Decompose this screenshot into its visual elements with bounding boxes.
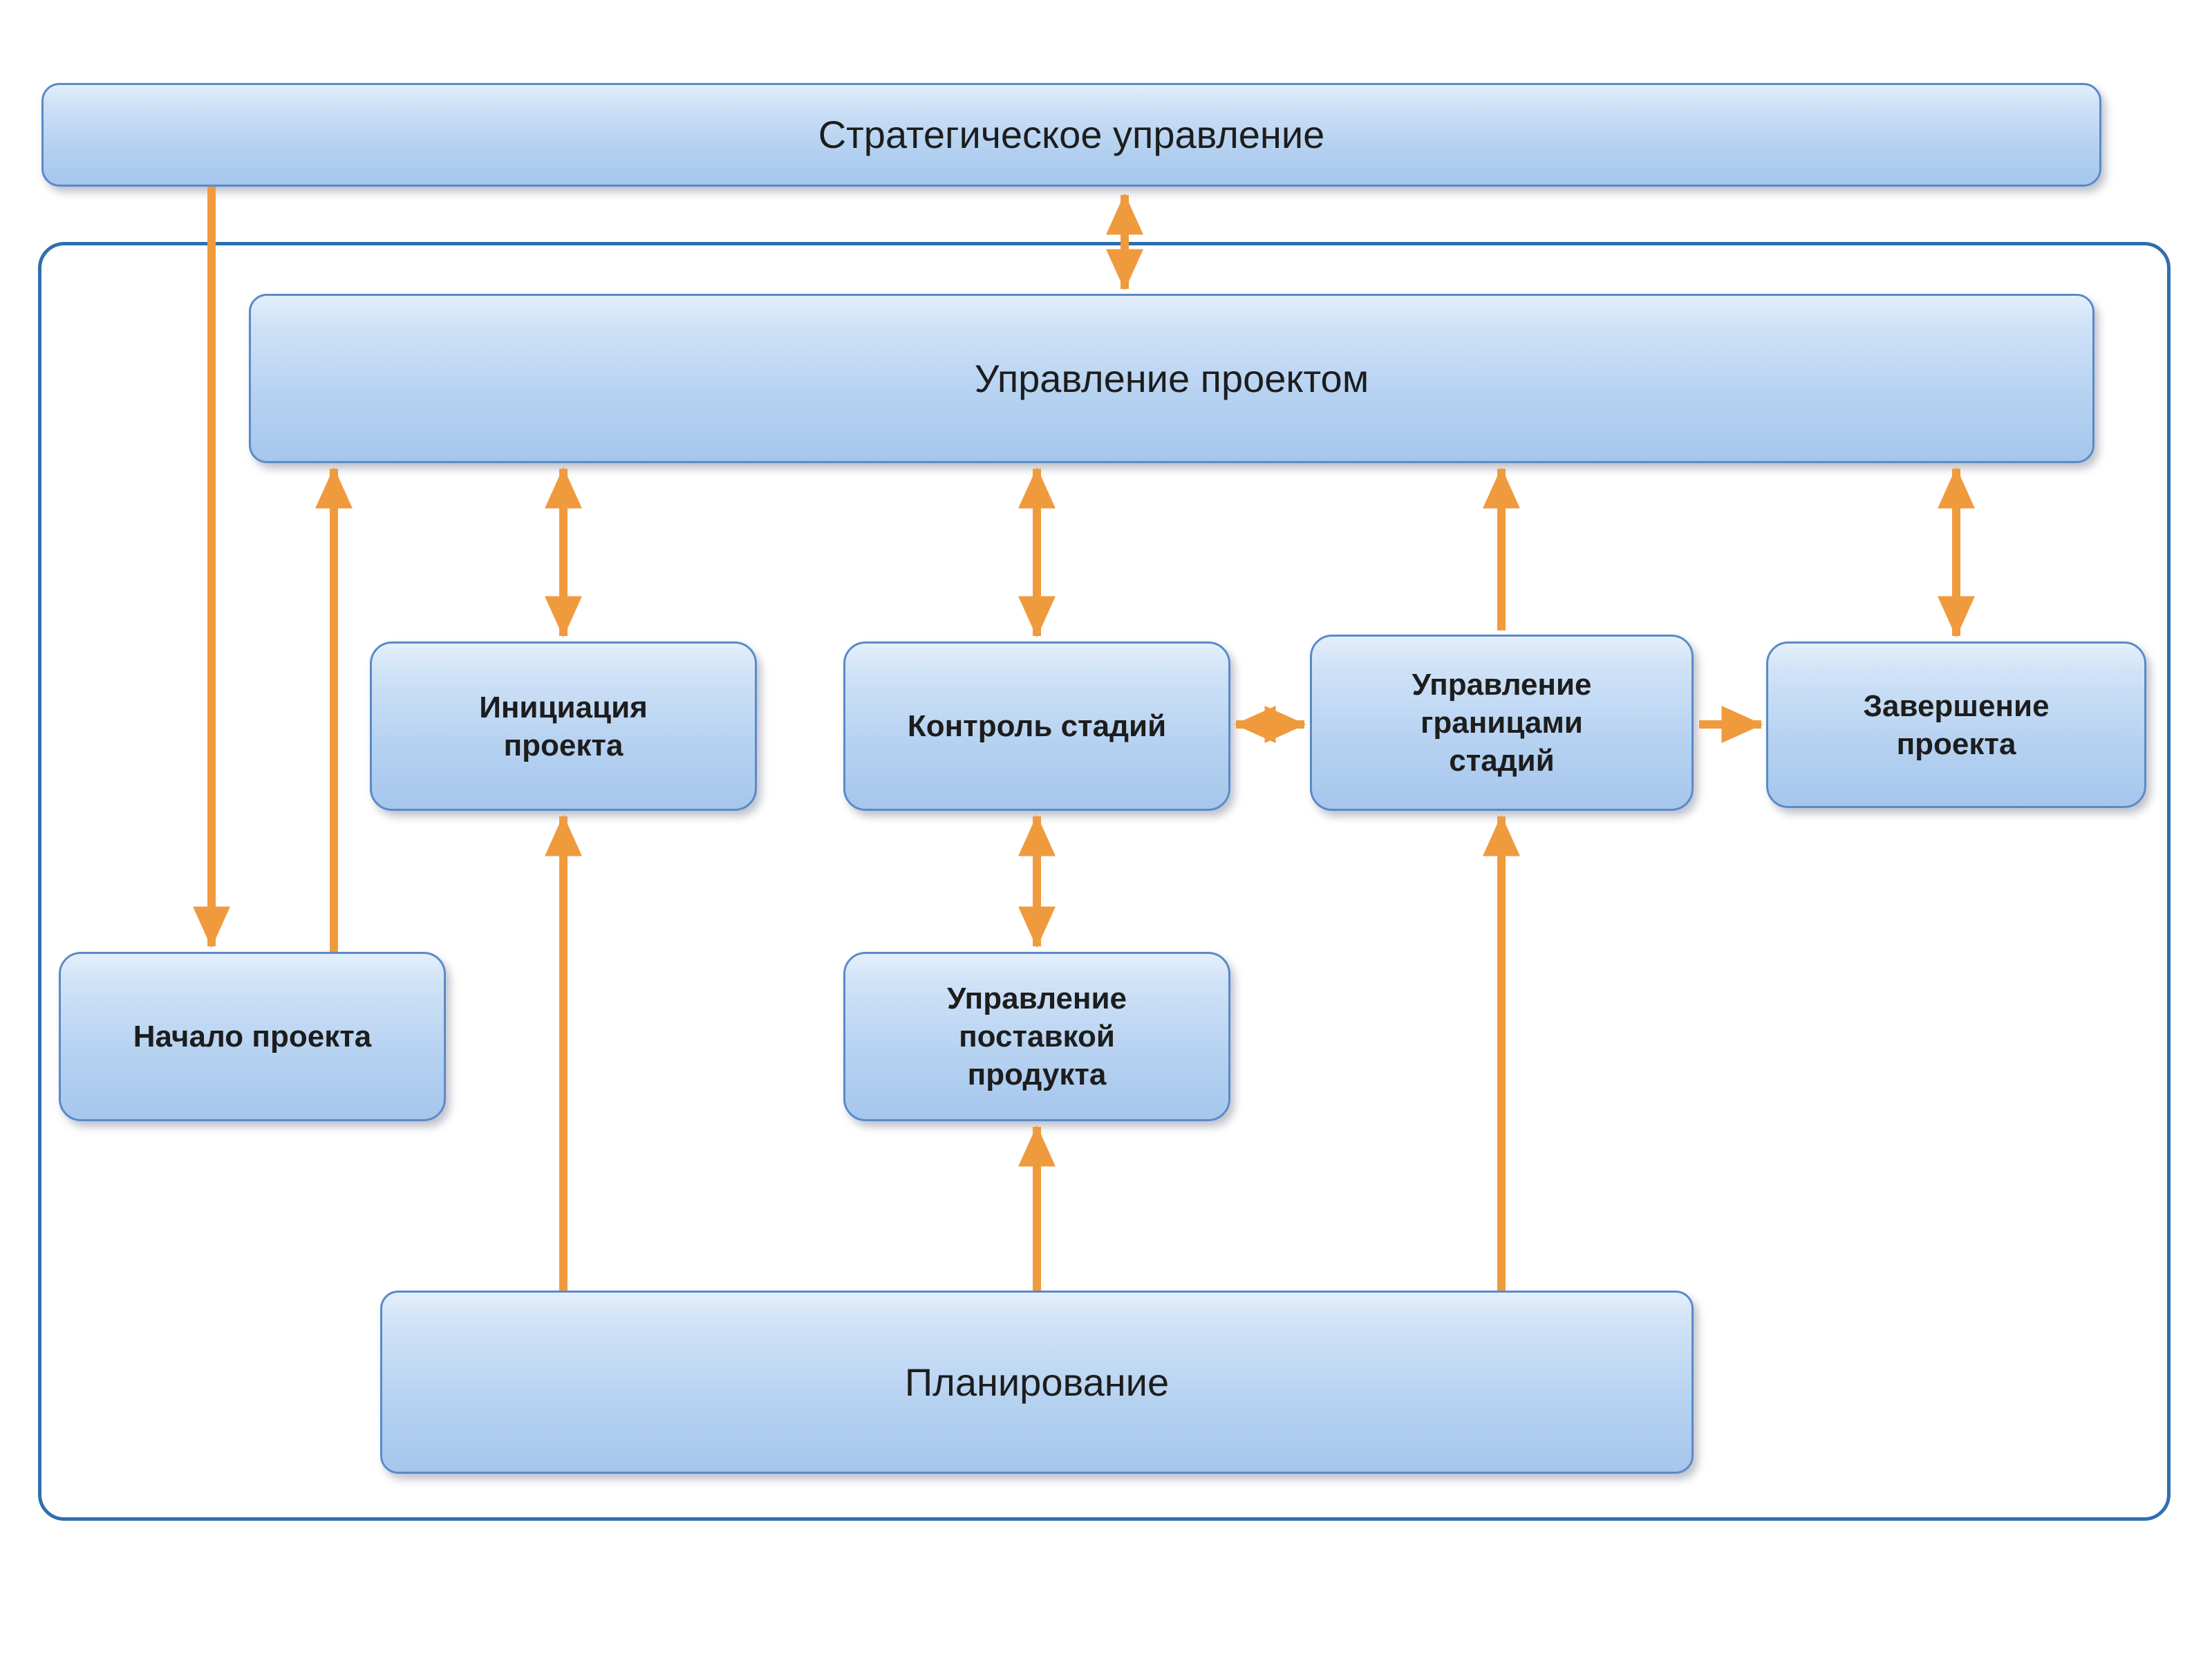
node-project-startup: Начало проекта <box>59 952 446 1121</box>
node-project-closure-label: Завершение проекта <box>1863 688 2050 761</box>
node-project-management: Управление проектом <box>249 294 2094 463</box>
node-stage-control-label: Контроль стадий <box>907 709 1167 743</box>
node-planning: Планирование <box>380 1291 1694 1474</box>
node-planning-label: Планирование <box>904 1360 1170 1404</box>
node-strategic-management: Стратегическое управление <box>41 83 2101 187</box>
node-strategic-management-label: Стратегическое управление <box>818 113 1325 156</box>
node-project-initiation: Инициация проекта <box>370 641 757 811</box>
node-project-closure: Завершение проекта <box>1766 641 2146 808</box>
node-project-startup-label: Начало проекта <box>133 1020 372 1053</box>
node-stage-boundaries-label: Управление границами стадий <box>1412 668 1592 778</box>
node-project-management-label: Управление проектом <box>974 356 1369 400</box>
node-stage-boundaries: Управление границами стадий <box>1310 635 1694 811</box>
node-product-delivery: Управление поставкой продукта <box>843 952 1230 1121</box>
node-product-delivery-label: Управление поставкой продукта <box>946 982 1127 1091</box>
node-stage-control: Контроль стадий <box>843 641 1230 811</box>
node-project-initiation-label: Инициация проекта <box>479 690 648 762</box>
